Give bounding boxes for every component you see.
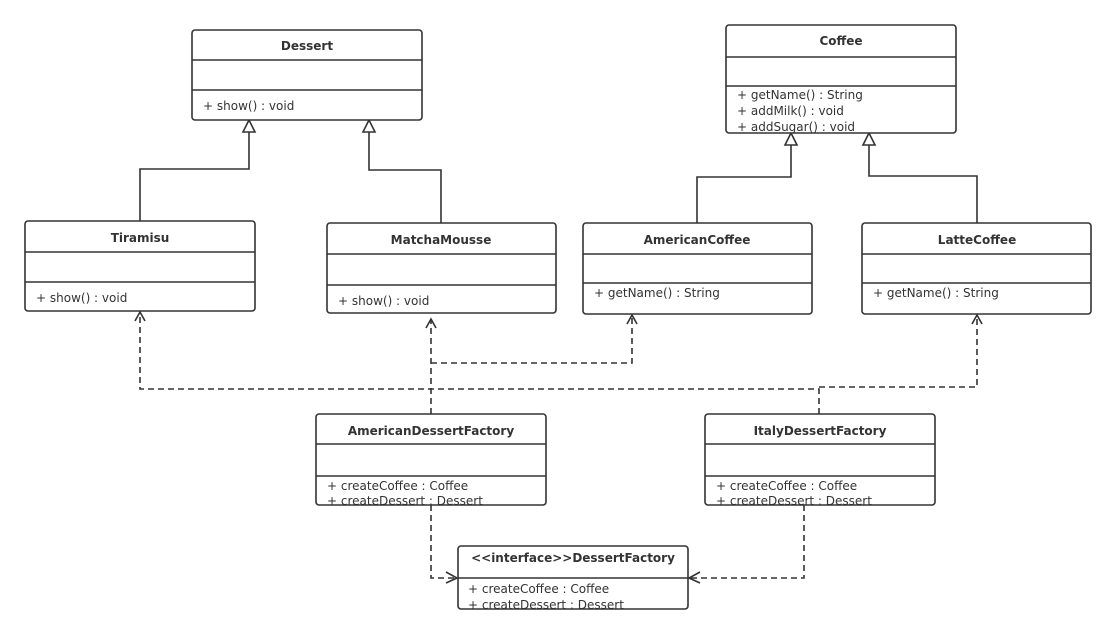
class-name: Dessert [281,39,333,53]
inheritance-arrow-icon [783,131,799,146]
class-name: Coffee [819,34,862,48]
interface-dessert-factory[interactable]: <<interface>>DessertFactory + createCoff… [457,545,689,612]
method: + show() : void [36,291,127,305]
inheritance-matchamousse-dessert [368,131,442,223]
inheritance-arrow-icon [241,118,257,133]
inheritance-arrow-icon [861,131,877,146]
class-name: AmericanCoffee [644,233,751,247]
class-name: AmericanDessertFactory [348,424,514,438]
class-american-coffee[interactable]: AmericanCoffee + getName() : String [582,222,813,315]
dependency-arrow-icon [425,317,437,329]
connectors [134,118,983,584]
method: + getName() : String [873,286,999,300]
method: + createDessert : Dessert [327,494,483,508]
method: + createDessert : Dessert [468,598,624,612]
method: + createCoffee : Coffee [468,582,609,596]
class-tiramisu[interactable]: Tiramisu + show() : void [24,220,256,312]
class-latte-coffee[interactable]: LatteCoffee + getName() : String [861,222,1092,315]
inheritance-arrow-icon [361,118,377,133]
method: + createCoffee : Coffee [327,479,468,493]
dependency-arrow-icon [971,313,983,325]
class-name: ItalyDessertFactory [754,424,887,438]
method: + show() : void [338,294,429,308]
method: + addSugar() : void [737,120,855,134]
class-matcha-mousse[interactable]: MatchaMousse + show() : void [326,222,557,314]
class-american-dessert-factory[interactable]: AmericanDessertFactory + createCoffee : … [315,413,547,508]
dependency-arrow-icon [626,313,638,325]
class-italy-dessert-factory[interactable]: ItalyDessertFactory + createCoffee : Cof… [704,413,936,508]
inheritance-lattecoffee-coffee [868,144,978,223]
method: + createDessert : Dessert [716,494,872,508]
class-name: <<interface>>DessertFactory [471,551,675,565]
method: + show() : void [203,99,294,113]
dependency-italy-tiramisu [139,313,820,414]
realization-arrow-icon [687,571,701,584]
dependency-arrow-icon [134,310,146,322]
inheritance-tiramisu-dessert [139,131,250,221]
realization-arrow-icon [445,571,459,584]
class-name: LatteCoffee [938,233,1016,247]
class-dessert[interactable]: Dessert + show() : void [191,29,423,121]
method: + createCoffee : Coffee [716,479,857,493]
class-name: Tiramisu [111,231,170,245]
inheritance-americancoffee-coffee [696,144,792,223]
class-coffee[interactable]: Coffee + getName() : String + addMilk() … [725,24,957,134]
realization-italy-interface [690,505,805,579]
dependency-italy-lattecoffee [819,316,978,388]
method: + getName() : String [594,286,720,300]
class-name: MatchaMousse [391,233,492,247]
method: + getName() : String [737,88,863,102]
method: + addMilk() : void [737,104,844,118]
dependency-american-americancoffee [431,316,633,364]
realization-american-interface [430,505,456,579]
